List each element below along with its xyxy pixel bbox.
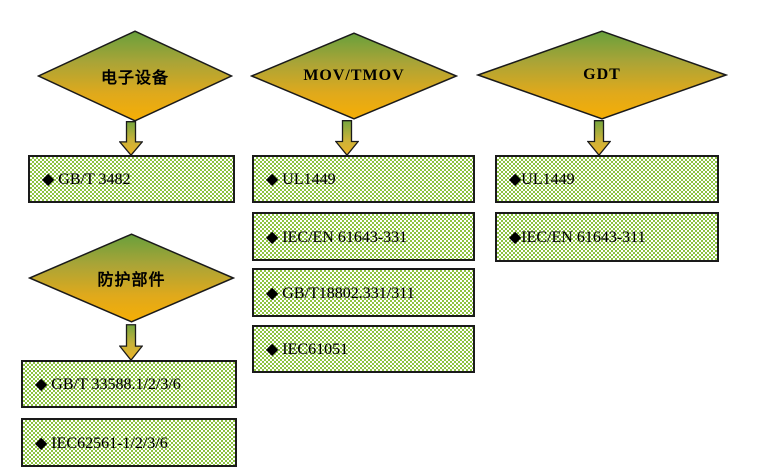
diamond-label: 防护部件 bbox=[97, 272, 166, 289]
diamond-mov-tmov: MOV/TMOV bbox=[250, 32, 458, 120]
diamond-label: 电子设备 bbox=[100, 70, 169, 87]
diamond-shape bbox=[28, 233, 235, 323]
diamond-label: MOV/TMOV bbox=[303, 67, 405, 84]
diamond-electronic-equipment: 电子设备 bbox=[37, 30, 233, 122]
standard-label: ◆UL1449 bbox=[509, 171, 575, 188]
standard-box: ◆ IEC/EN 61643-331 bbox=[252, 212, 475, 261]
standard-box: ◆ IEC62561-1/2/3/6 bbox=[21, 418, 237, 467]
diamond-shape bbox=[476, 30, 728, 120]
down-arrow-icon bbox=[335, 120, 359, 156]
diamond-shape bbox=[250, 32, 458, 120]
standard-box: ◆ GB/T18802.331/311 bbox=[252, 268, 475, 317]
standard-box: ◆ UL1449 bbox=[252, 155, 475, 203]
standard-label: ◆ IEC/EN 61643-331 bbox=[266, 228, 408, 246]
standard-box: ◆IEC/EN 61643-311 bbox=[495, 212, 719, 262]
diamond-label: GDT bbox=[583, 66, 621, 83]
diamond-gdt: GDT bbox=[476, 30, 728, 120]
standard-box: ◆ GB/T 33588.1/2/3/6 bbox=[21, 360, 237, 408]
standard-box: ◆UL1449 bbox=[495, 155, 719, 203]
standard-label: ◆ GB/T18802.331/311 bbox=[266, 284, 415, 302]
down-arrow-icon bbox=[119, 324, 143, 361]
diamond-protection-components: 防护部件 bbox=[28, 233, 235, 323]
down-arrow-icon bbox=[587, 120, 611, 156]
standard-label: ◆ UL1449 bbox=[266, 171, 336, 188]
standard-label: ◆ IEC62561-1/2/3/6 bbox=[35, 434, 168, 452]
diamond-shape bbox=[37, 30, 233, 122]
down-arrow-icon bbox=[119, 121, 143, 156]
standard-label: ◆IEC/EN 61643-311 bbox=[509, 229, 646, 246]
standard-label: ◆ GB/T 3482 bbox=[42, 171, 131, 188]
standard-label: ◆ IEC61051 bbox=[266, 341, 349, 358]
standard-box: ◆ IEC61051 bbox=[252, 325, 475, 373]
standard-label: ◆ GB/T 33588.1/2/3/6 bbox=[35, 376, 181, 393]
standard-box: ◆ GB/T 3482 bbox=[28, 155, 235, 203]
